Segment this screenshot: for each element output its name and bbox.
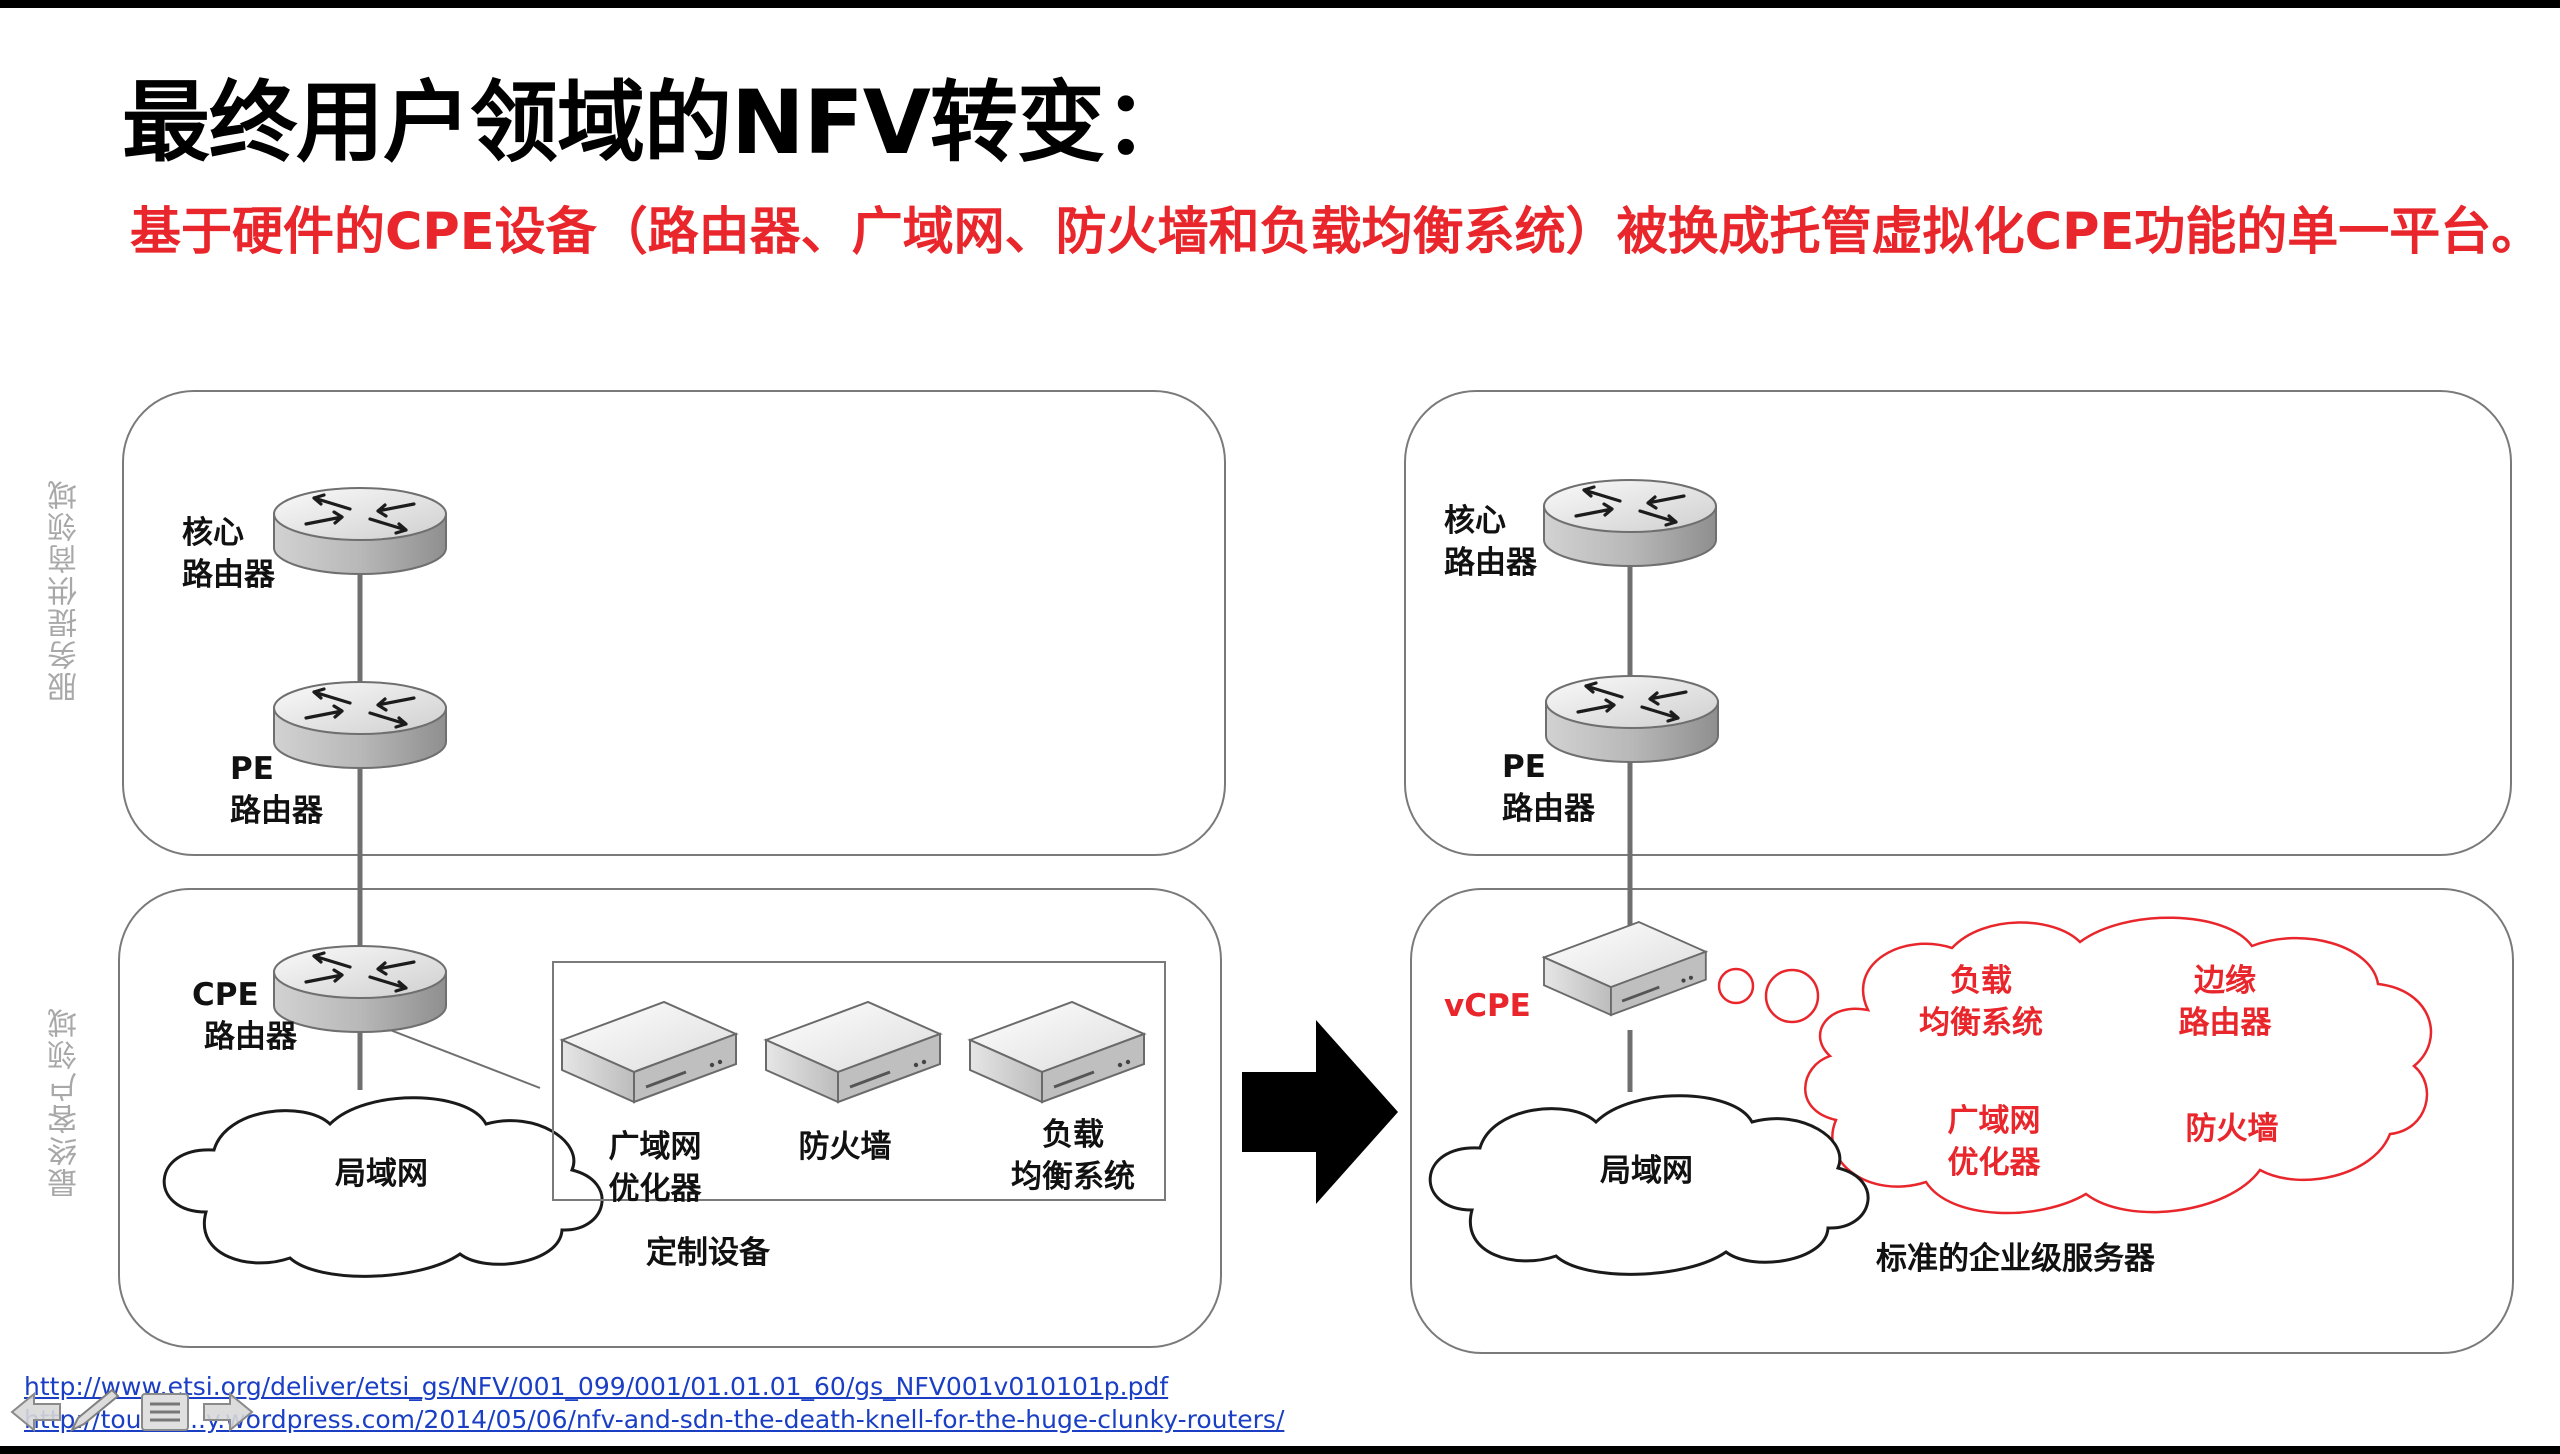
thought-bubble-small-icon [1717, 967, 1755, 1005]
load-balancer-label: 负载均衡系统 [1011, 1117, 1135, 1195]
nav-back-icon[interactable] [10, 1391, 61, 1433]
pen-icon[interactable] [69, 1388, 120, 1433]
right-provider-panel [1404, 390, 2512, 856]
left-lan-label: 局域网 [335, 1156, 428, 1192]
nav-forward-icon[interactable] [203, 1391, 254, 1433]
standard-server-caption: 标准的企业级服务器 [1876, 1241, 2155, 1277]
presentation-nav [10, 1388, 254, 1433]
left-core-router-label: 核心路由器 [182, 515, 275, 593]
left-provider-panel [122, 390, 1226, 856]
slide-title: 最终用户领域的NFV转变： [122, 71, 1192, 174]
firewall-label: 防火墙 [798, 1129, 892, 1165]
load-balancer-appliance-icon [968, 1000, 1146, 1104]
vnf-edge-router-label: 边缘路由器 [2178, 963, 2272, 1041]
left-core-router-icon [272, 486, 448, 576]
vnf-load-balancer-label: 负载均衡系统 [1919, 963, 2043, 1041]
left-lan-cloud-icon [162, 1096, 604, 1278]
top-border [0, 0, 2560, 8]
reference-link-etsi[interactable]: http://www.etsi.org/deliver/etsi_gs/NFV/… [24, 1372, 1169, 1401]
vcpe-server-icon [1542, 920, 1708, 1017]
thought-bubble-medium-icon [1764, 968, 1820, 1024]
vcpe-label: vCPE [1444, 988, 1531, 1024]
left-cpe-connector-line [379, 1025, 541, 1089]
right-lan-label: 局域网 [1600, 1153, 1693, 1189]
right-core-router-label: 核心路由器 [1444, 503, 1537, 581]
slide-subtitle: 基于硬件的CPE设备（路由器、广域网、防火墙和负载均衡系统）被换成托管虚拟化CP… [130, 203, 2543, 262]
vnf-firewall-label: 防火墙 [2185, 1111, 2279, 1147]
right-lan-cloud-icon [1428, 1094, 1870, 1276]
firewall-appliance-icon [764, 1000, 942, 1104]
bottom-border [0, 1446, 2560, 1454]
wan-optimizer-appliance-icon [560, 1000, 738, 1104]
vnf-wan-optimizer-label: 广域网优化器 [1947, 1103, 2041, 1181]
custom-equipment-box [552, 961, 1166, 1201]
custom-equipment-caption: 定制设备 [646, 1235, 770, 1271]
menu-icon[interactable] [141, 1393, 189, 1431]
right-core-router-icon [1542, 478, 1718, 568]
left-cpe-router-icon [272, 944, 448, 1034]
arrow-right-icon [1242, 1020, 1398, 1204]
vnf-thought-cloud-icon [1804, 916, 2433, 1215]
wan-optimizer-label: 广域网优化器 [608, 1129, 702, 1207]
